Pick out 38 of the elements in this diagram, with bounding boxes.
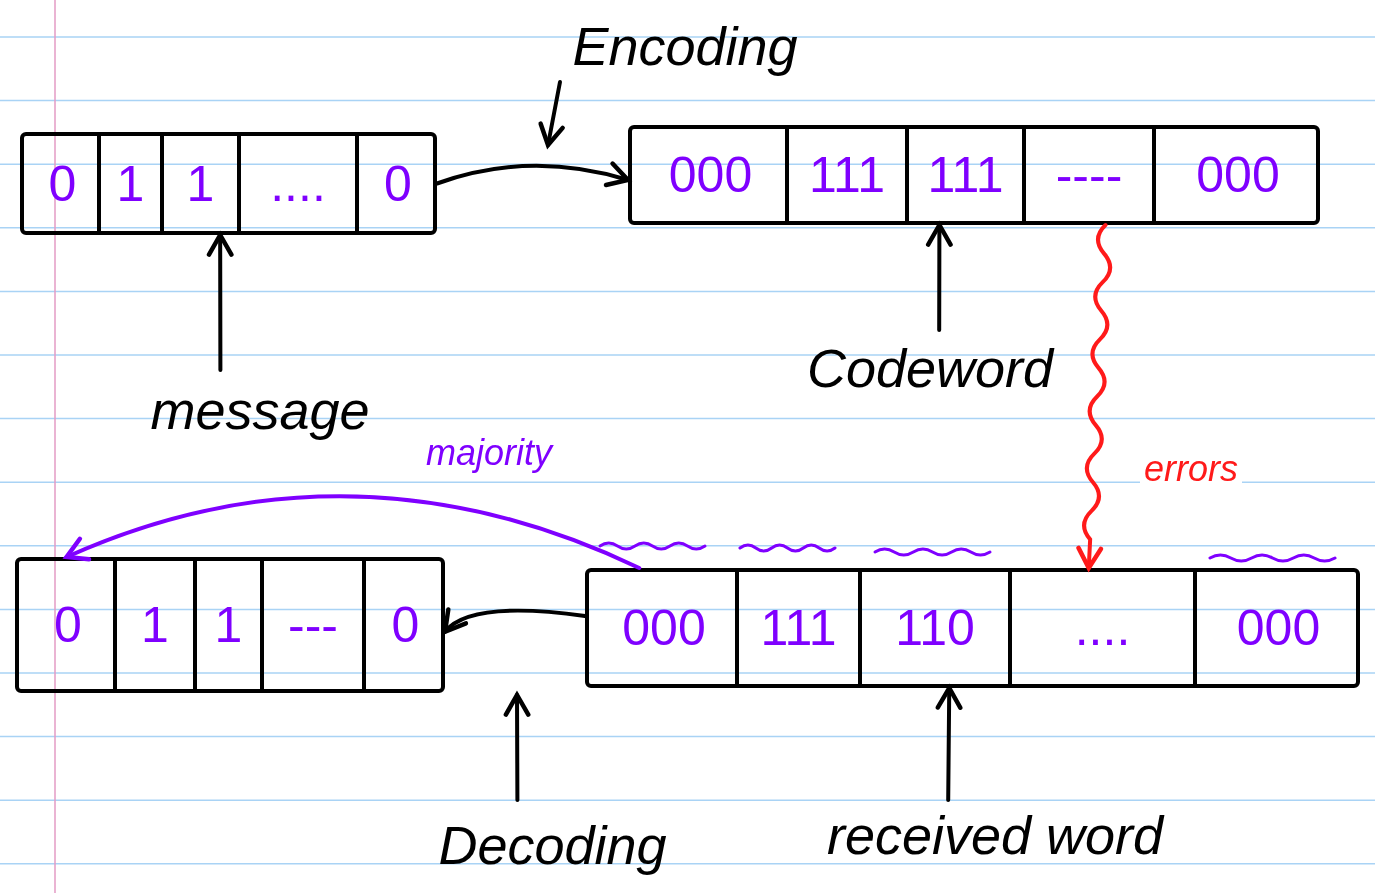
bit-digits: 000: [622, 603, 706, 653]
bit-digits: ....: [270, 158, 326, 209]
arrow: [538, 80, 565, 148]
handwritten-label: Encoding: [572, 15, 798, 77]
bit-digits: 0: [391, 600, 420, 650]
arrow: [935, 685, 963, 802]
arrow: [206, 232, 234, 372]
handwritten-label: Codeword: [806, 336, 1054, 399]
handwritten-label: message: [150, 379, 370, 441]
bit-digits: ---: [288, 600, 338, 650]
bit-digits: 000: [1236, 603, 1321, 653]
arrow: [442, 607, 587, 635]
bit-digits: 0: [384, 158, 412, 209]
bit-digits: ....: [1074, 603, 1131, 653]
cell-bar: [585, 568, 1360, 688]
cell-bar: [628, 125, 1320, 225]
bit-digits: 1: [214, 600, 243, 650]
bit-digits: 111: [760, 603, 837, 653]
arrow: [503, 692, 531, 802]
arrow: [925, 222, 953, 332]
bit-digits: 1: [186, 158, 215, 209]
bit-digits: 1: [141, 600, 169, 650]
bit-digits: 1: [116, 158, 145, 209]
arrow: [64, 494, 642, 570]
arrow: [435, 161, 631, 188]
cell-bar: [20, 132, 437, 235]
bit-digits: 0: [54, 600, 82, 650]
bit-digits: ----: [1055, 150, 1123, 200]
bit-digits: 000: [1196, 150, 1280, 200]
bit-digits: 000: [668, 150, 753, 200]
arrow: [1076, 223, 1113, 571]
handwritten-label: Decoding: [438, 814, 667, 876]
bit-digits: 0: [48, 158, 77, 209]
bit-digits: 110: [895, 603, 975, 653]
bit-digits: 111: [927, 150, 1004, 200]
bit-digits: 111: [809, 150, 885, 200]
handwritten-label: received word: [826, 804, 1164, 866]
cell-bar: [15, 557, 445, 693]
